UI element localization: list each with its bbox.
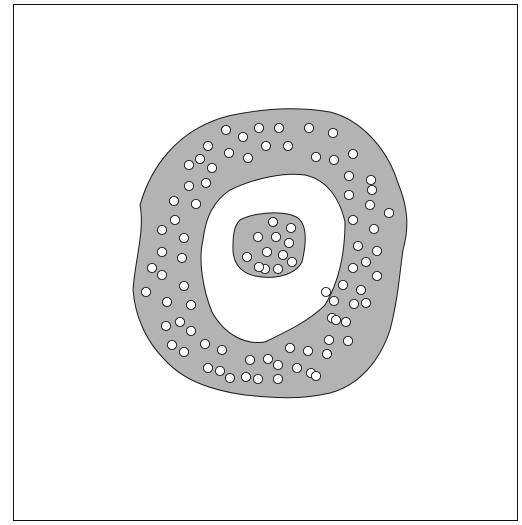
annulus-dot <box>170 215 179 224</box>
annulus-dot <box>311 371 320 380</box>
annulus-dot <box>365 200 374 209</box>
annulus-dot <box>147 263 156 272</box>
annulus-dot <box>184 181 193 190</box>
annulus-dot <box>304 123 313 132</box>
annulus-dot <box>157 270 166 279</box>
annulus-dot <box>356 285 365 294</box>
annulus-dot <box>241 372 250 381</box>
annulus-dot <box>361 298 370 307</box>
annulus-dot <box>191 199 200 208</box>
annulus-dot <box>179 233 188 242</box>
annulus-dot <box>195 154 204 163</box>
annulus-dot <box>179 347 188 356</box>
annulus-dot <box>324 335 333 344</box>
core-dot <box>287 257 296 266</box>
annulus-dot <box>184 160 193 169</box>
annulus-dot <box>283 141 292 150</box>
annulus-dot <box>328 128 337 137</box>
annulus-dot <box>177 253 186 262</box>
annulus-dot <box>384 208 393 217</box>
annulus-dot <box>217 345 226 354</box>
annulus-dot <box>372 271 381 280</box>
annulus-dot <box>353 241 362 250</box>
core-dot <box>253 232 262 241</box>
annulus-dot <box>157 247 166 256</box>
annulus-dot <box>203 363 212 372</box>
core-dot <box>273 264 282 273</box>
annulus-dot <box>341 317 350 326</box>
annulus-dot <box>141 287 150 296</box>
annulus-dot <box>273 374 282 383</box>
annulus-dot <box>348 215 357 224</box>
annulus-dot <box>349 299 358 308</box>
annulus-dot <box>343 336 352 345</box>
annulus-dot <box>303 346 312 355</box>
annulus-dot <box>169 196 178 205</box>
annulus-dot <box>243 153 252 162</box>
core-dot <box>271 232 280 241</box>
annulus-dot <box>161 321 170 330</box>
annulus-dot <box>344 190 353 199</box>
core-dot <box>278 250 287 259</box>
annulus-dot <box>344 171 353 180</box>
core-dot <box>284 238 293 247</box>
annulus-dot <box>338 280 347 289</box>
annulus-dot <box>175 317 184 326</box>
annulus-dot <box>203 141 212 150</box>
annulus-dot <box>311 152 320 161</box>
core-dot <box>262 247 271 256</box>
core-dot <box>254 262 263 271</box>
annulus-dot <box>329 296 338 305</box>
annulus-dot <box>207 163 216 172</box>
annulus-dot <box>329 155 338 164</box>
annulus-dot <box>261 141 270 150</box>
annulus-dot <box>273 360 282 369</box>
annulus-dot <box>253 374 262 383</box>
annulus-dot <box>245 355 254 364</box>
annulus-dot <box>367 185 376 194</box>
annulus-dot <box>366 175 375 184</box>
annulus-dot <box>372 246 381 255</box>
annulus-dot <box>167 340 176 349</box>
annulus-dot <box>322 349 331 358</box>
annulus-dot <box>215 366 224 375</box>
annulus-dot <box>201 178 210 187</box>
annulus-dot <box>225 373 234 382</box>
annulus-dot <box>186 300 195 309</box>
annulus-dot <box>157 225 166 234</box>
annulus-dot <box>285 343 294 352</box>
annulus-dot <box>200 339 209 348</box>
annulus-dot <box>348 263 357 272</box>
annulus-dot <box>186 326 195 335</box>
annulus-dot <box>292 363 301 372</box>
annulus-dot <box>254 123 263 132</box>
annulus-dot <box>238 132 247 141</box>
annulus-dot <box>348 149 357 158</box>
annulus-dot <box>321 287 330 296</box>
annulus-dot <box>274 123 283 132</box>
annulus-dot <box>361 257 370 266</box>
annulus-dot <box>331 315 340 324</box>
core-dot <box>286 223 295 232</box>
annulus-dot <box>224 148 233 157</box>
annulus-dot <box>221 125 230 134</box>
annulus-dot <box>369 224 378 233</box>
annulus-dot <box>263 354 272 363</box>
core-dot <box>242 252 251 261</box>
annulus-dot <box>179 281 188 290</box>
annulus-dot <box>162 297 171 306</box>
core-dot <box>268 217 277 226</box>
